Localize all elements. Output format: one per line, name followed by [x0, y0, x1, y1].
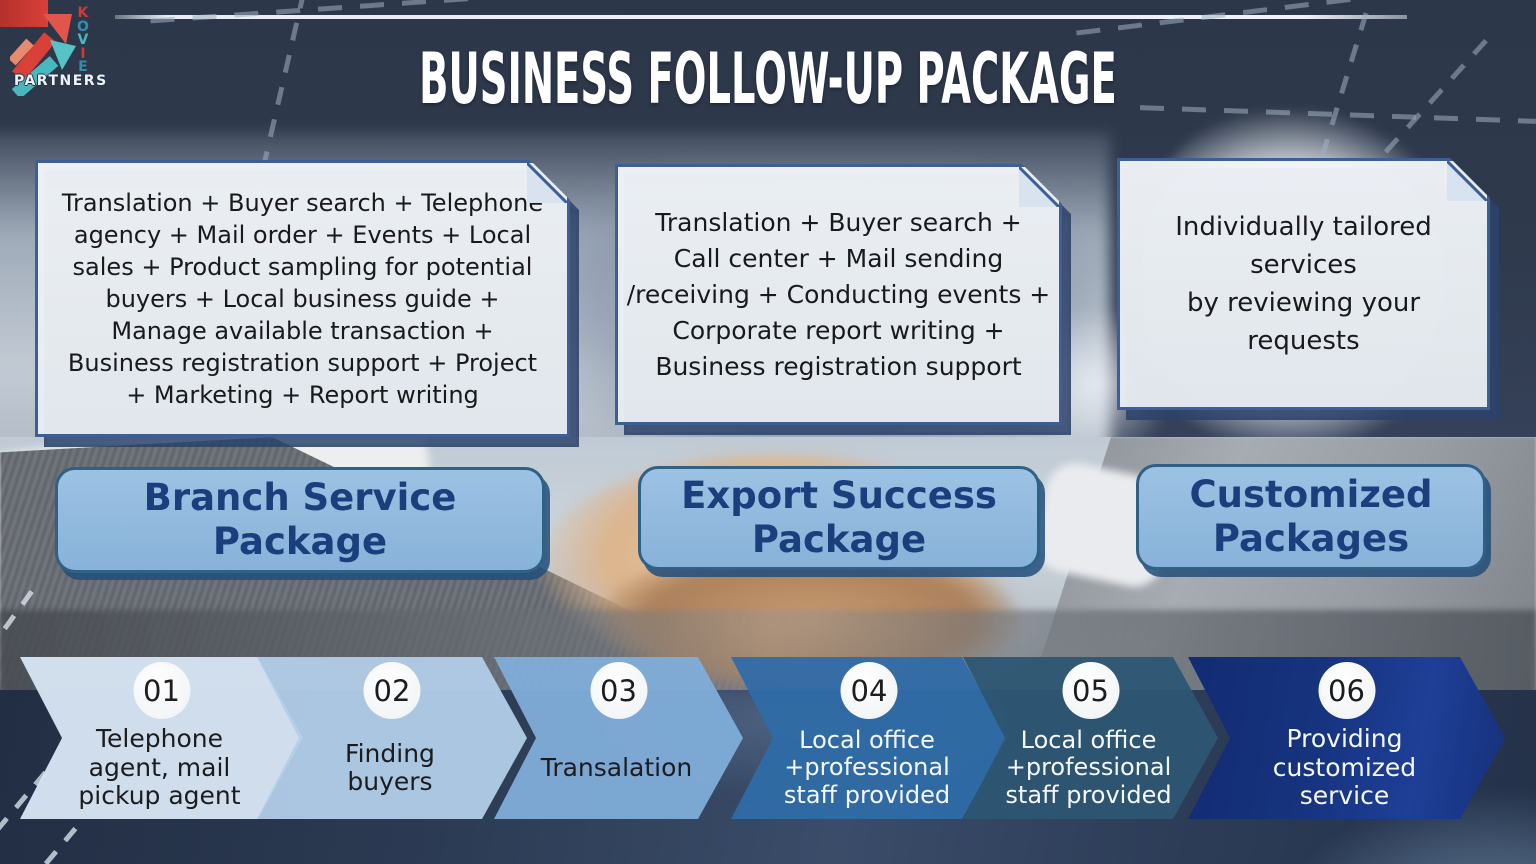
- logo-arrows-icon: [10, 14, 76, 96]
- step-number-badge: 04: [841, 662, 898, 719]
- logo-letter: K: [77, 5, 89, 21]
- folded-corner-icon: [527, 163, 567, 203]
- step-label: Transalation: [540, 752, 693, 782]
- step-number-badge: 05: [1062, 662, 1119, 719]
- step-label: Providing customized service: [1272, 724, 1417, 811]
- folded-corner-icon: [1447, 161, 1487, 201]
- export-success-package-button[interactable]: Export Success Package: [638, 466, 1040, 570]
- step-label: Local office +professional staff provide…: [783, 725, 951, 809]
- logo-letter: V: [77, 32, 89, 48]
- process-step-3: 03 Transalation: [494, 657, 743, 819]
- logo-red-rectangle: [0, 0, 48, 27]
- process-step-4: 04 Local office +professional staff prov…: [731, 657, 1007, 819]
- folded-corner-icon: [1019, 167, 1059, 207]
- route-solid-line: [115, 15, 1407, 19]
- logo-kovie-vertical: K O V I E: [77, 5, 89, 75]
- kovie-partners-logo: K O V I E PARTNERS: [0, 0, 160, 100]
- logo-partners-text: PARTNERS: [14, 73, 108, 89]
- logo-letter: E: [78, 59, 88, 75]
- process-step-5: 05 Local office +professional staff prov…: [963, 657, 1218, 819]
- step-number-badge: 01: [133, 662, 190, 719]
- logo-letter: I: [80, 45, 86, 62]
- process-step-6: 06 Providing customized service: [1188, 657, 1505, 819]
- package-card-branch-service: Translation + Buyer search + Telephone a…: [35, 160, 570, 437]
- process-step-2: 02 Finding buyers: [257, 657, 527, 819]
- step-number-badge: 06: [1318, 662, 1375, 719]
- page-title: BUSINESS FOLLOW-UP PACKAGE: [419, 38, 1117, 120]
- logo-letter: O: [77, 18, 89, 35]
- step-number-badge: 02: [364, 662, 421, 719]
- customized-packages-button[interactable]: Customized Packages: [1136, 464, 1486, 570]
- process-step-1: 01 Telephone agent, mail pickup agent: [20, 657, 303, 819]
- step-label: Telephone agent, mail pickup agent: [78, 724, 241, 811]
- package-card-export-success: Translation + Buyer search + Call center…: [615, 164, 1062, 425]
- branch-service-package-button[interactable]: Branch Service Package: [55, 467, 545, 573]
- step-label: Local office +professional staff provide…: [1005, 725, 1172, 809]
- package-description: Translation + Buyer search + Telephone a…: [61, 188, 544, 409]
- step-label: Finding buyers: [345, 738, 435, 796]
- package-card-customized: Individually tailored services by review…: [1117, 158, 1490, 410]
- step-number-badge: 03: [590, 662, 647, 719]
- package-description: Individually tailored services by review…: [1175, 212, 1432, 356]
- package-description: Translation + Buyer search + Call center…: [626, 207, 1051, 381]
